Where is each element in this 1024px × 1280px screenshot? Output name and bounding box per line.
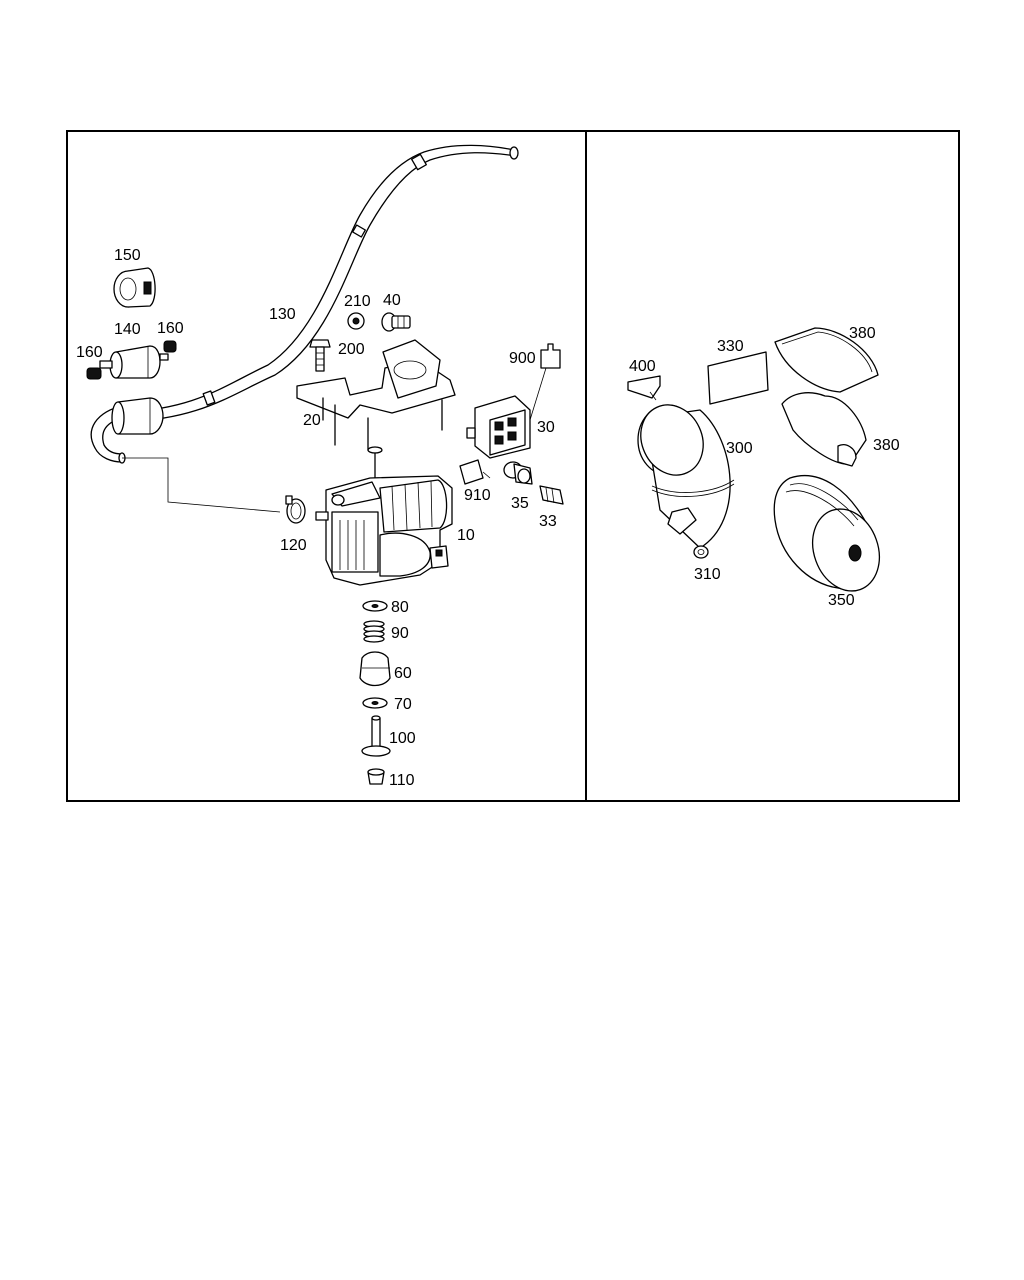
washer-80: [362, 600, 388, 612]
callout-160-right: 160: [157, 320, 184, 337]
callout-35: 35: [511, 495, 529, 512]
callout-130: 130: [269, 306, 296, 323]
callout-120: 120: [280, 537, 307, 554]
valve-block-30: [466, 395, 531, 459]
callout-110: 110: [389, 772, 415, 789]
spring-90: [363, 620, 385, 643]
callout-140: 140: [114, 321, 141, 338]
bolt-200: [309, 339, 331, 372]
compressor-10: [315, 475, 453, 586]
callout-380-top: 380: [849, 325, 876, 342]
callout-90: 90: [391, 625, 409, 642]
right-panel-frame: [585, 130, 960, 802]
callout-200: 200: [338, 341, 365, 358]
air-hose-130: [90, 144, 519, 464]
callout-30: 30: [537, 419, 555, 436]
washer-210: [347, 312, 365, 330]
callout-330: 330: [717, 338, 744, 355]
callout-380-bottom: 380: [873, 437, 900, 454]
pad-330: [707, 351, 769, 405]
callout-350: 350: [828, 592, 855, 609]
filter-140: [99, 345, 169, 435]
leader-120: [122, 457, 281, 513]
callout-20: 20: [303, 412, 321, 429]
callout-33: 33: [539, 513, 557, 530]
nut-310: [693, 545, 709, 559]
filter-housing-150: [113, 267, 156, 308]
callout-150: 150: [114, 247, 141, 264]
callout-80: 80: [391, 599, 409, 616]
callout-60: 60: [394, 665, 412, 682]
cover-380: [774, 327, 879, 467]
cap-110: [367, 768, 385, 785]
callout-210: 210: [344, 293, 371, 310]
callout-160-left: 160: [76, 344, 103, 361]
callout-70: 70: [394, 696, 412, 713]
callout-310: 310: [694, 566, 721, 583]
callout-10: 10: [457, 527, 475, 544]
rubber-mount-60: [359, 651, 391, 687]
washer-70: [362, 697, 388, 709]
reservoir-350: [773, 474, 880, 592]
fitting-33: [539, 485, 564, 505]
bracket-20: [296, 339, 456, 481]
callout-900: 900: [509, 350, 536, 367]
connector-900: [529, 343, 561, 421]
callout-300: 300: [726, 440, 753, 457]
fitting-160: [86, 340, 177, 380]
callout-400: 400: [629, 358, 656, 375]
reservoir-300: [637, 404, 735, 549]
stud-40: [381, 312, 411, 332]
fitting-35: [503, 461, 533, 485]
clamp-120: [285, 495, 306, 524]
bolt-100: [361, 715, 391, 757]
callout-910: 910: [464, 487, 491, 504]
callout-100: 100: [389, 730, 416, 747]
tag-910: [459, 459, 491, 485]
label-400-part: [627, 375, 661, 401]
callout-40: 40: [383, 292, 401, 309]
